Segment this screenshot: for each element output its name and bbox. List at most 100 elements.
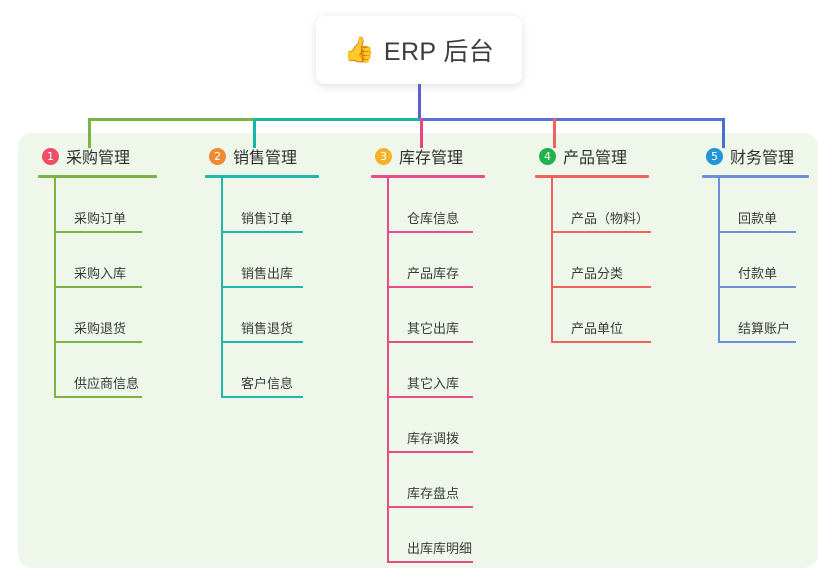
- leaf-item-underline: [387, 561, 473, 563]
- branch-underline: [371, 175, 485, 178]
- leaf-item-label: 库存调拨: [407, 431, 460, 446]
- branch-title: 产品管理: [563, 150, 628, 167]
- branch-leaf-list: 销售订单销售出库销售退货客户信息: [205, 178, 319, 398]
- leaf-item-label: 回款单: [738, 211, 778, 226]
- thumbs-up-icon: 👍: [343, 35, 375, 64]
- leaf-item[interactable]: 回款单: [718, 178, 809, 233]
- connector-col2-to-col3: [253, 118, 423, 121]
- leaf-item-underline: [54, 286, 142, 288]
- leaf-item-underline: [718, 286, 796, 288]
- leaf-item[interactable]: 产品分类: [551, 233, 651, 288]
- leaf-item-label: 采购入库: [74, 266, 127, 281]
- branch-spine: [551, 178, 553, 343]
- leaf-item-underline: [718, 231, 796, 233]
- leaf-item-underline: [551, 231, 651, 233]
- leaf-item[interactable]: 客户信息: [221, 343, 319, 398]
- leaf-item-underline: [221, 341, 303, 343]
- leaf-item-underline: [221, 231, 303, 233]
- leaf-item[interactable]: 销售出库: [221, 233, 319, 288]
- root-node-title: ERP 后台: [383, 38, 495, 66]
- leaf-item[interactable]: 采购订单: [54, 178, 157, 233]
- branch-title: 库存管理: [399, 150, 464, 167]
- leaf-item-underline: [54, 341, 142, 343]
- leaf-item[interactable]: 出库库明细: [387, 508, 485, 563]
- connector-col1-to-col2: [88, 118, 256, 121]
- branch-leaf-list: 回款单付款单结算账户: [702, 178, 809, 343]
- connector-drop-5: [722, 118, 725, 148]
- leaf-item-underline: [551, 341, 651, 343]
- leaf-item-label: 付款单: [738, 266, 778, 281]
- leaf-item-label: 其它入库: [407, 376, 460, 391]
- leaf-item[interactable]: 产品单位: [551, 288, 651, 343]
- branch-spine: [221, 178, 223, 398]
- connector-col3-to-col5: [420, 118, 725, 121]
- leaf-item-label: 出库库明细: [407, 541, 473, 556]
- leaf-item-underline: [54, 231, 142, 233]
- branch-number-badge: 1: [42, 147, 59, 165]
- leaf-item-underline: [221, 286, 303, 288]
- branch-number-badge: 5: [706, 147, 723, 165]
- leaf-item[interactable]: 供应商信息: [54, 343, 157, 398]
- branch-underline: [38, 175, 157, 178]
- leaf-item[interactable]: 销售退货: [221, 288, 319, 343]
- branch-number-badge: 4: [539, 147, 556, 165]
- leaf-item[interactable]: 销售订单: [221, 178, 319, 233]
- connector-drop-1: [88, 118, 91, 148]
- leaf-item-underline: [387, 396, 473, 398]
- leaf-item[interactable]: 产品（物料）: [551, 178, 651, 233]
- leaf-item[interactable]: 其它出库: [387, 288, 485, 343]
- branch-spine: [718, 178, 720, 343]
- branch-underline: [535, 175, 649, 178]
- leaf-item-label: 结算账户: [738, 321, 791, 336]
- leaf-item[interactable]: 采购入库: [54, 233, 157, 288]
- root-node-card[interactable]: 👍 ERP 后台: [316, 16, 522, 84]
- leaf-item[interactable]: 库存盘点: [387, 453, 485, 508]
- branch-spine: [54, 178, 56, 398]
- branch-header-4[interactable]: 4 产品管理: [535, 143, 649, 169]
- branch-underline: [205, 175, 319, 178]
- leaf-item-label: 销售退货: [241, 321, 294, 336]
- leaf-item-label: 库存盘点: [407, 486, 460, 501]
- leaf-item-underline: [54, 396, 142, 398]
- branch-leaf-list: 仓库信息产品库存其它出库其它入库库存调拨库存盘点出库库明细: [371, 178, 485, 563]
- branch-header-5[interactable]: 5 财务管理: [702, 143, 809, 169]
- leaf-item-label: 产品（物料）: [571, 211, 650, 226]
- branch-spine: [387, 178, 389, 563]
- leaf-item-label: 产品单位: [571, 321, 624, 336]
- leaf-item[interactable]: 其它入库: [387, 343, 485, 398]
- branch-number-badge: 2: [209, 147, 226, 165]
- leaf-item-underline: [718, 341, 796, 343]
- branch-header-3[interactable]: 3 库存管理: [371, 143, 485, 169]
- branch-underline: [702, 175, 809, 178]
- leaf-item[interactable]: 付款单: [718, 233, 809, 288]
- connector-drop-2: [253, 118, 256, 148]
- branch-column-5: 5 财务管理回款单付款单结算账户: [702, 143, 809, 343]
- leaf-item[interactable]: 库存调拨: [387, 398, 485, 453]
- branch-title: 财务管理: [730, 150, 795, 167]
- leaf-item[interactable]: 采购退货: [54, 288, 157, 343]
- leaf-item-label: 采购退货: [74, 321, 127, 336]
- leaf-item[interactable]: 结算账户: [718, 288, 809, 343]
- branch-column-3: 3 库存管理仓库信息产品库存其它出库其它入库库存调拨库存盘点出库库明细: [371, 143, 485, 563]
- leaf-item-underline: [551, 286, 651, 288]
- leaf-item-label: 产品分类: [571, 266, 624, 281]
- leaf-item-label: 客户信息: [241, 376, 294, 391]
- leaf-item-label: 销售订单: [241, 211, 294, 226]
- leaf-item-underline: [387, 286, 473, 288]
- leaf-item-label: 采购订单: [74, 211, 127, 226]
- diagram-panel: [18, 133, 818, 568]
- leaf-item-label: 销售出库: [241, 266, 294, 281]
- leaf-item-underline: [387, 341, 473, 343]
- leaf-item-label: 仓库信息: [407, 211, 460, 226]
- branch-number-badge: 3: [375, 147, 392, 165]
- leaf-item-label: 供应商信息: [74, 376, 140, 391]
- leaf-item[interactable]: 仓库信息: [387, 178, 485, 233]
- leaf-item[interactable]: 产品库存: [387, 233, 485, 288]
- branch-column-4: 4 产品管理产品（物料） 产品分类产品单位: [535, 143, 651, 343]
- leaf-item-underline: [387, 231, 473, 233]
